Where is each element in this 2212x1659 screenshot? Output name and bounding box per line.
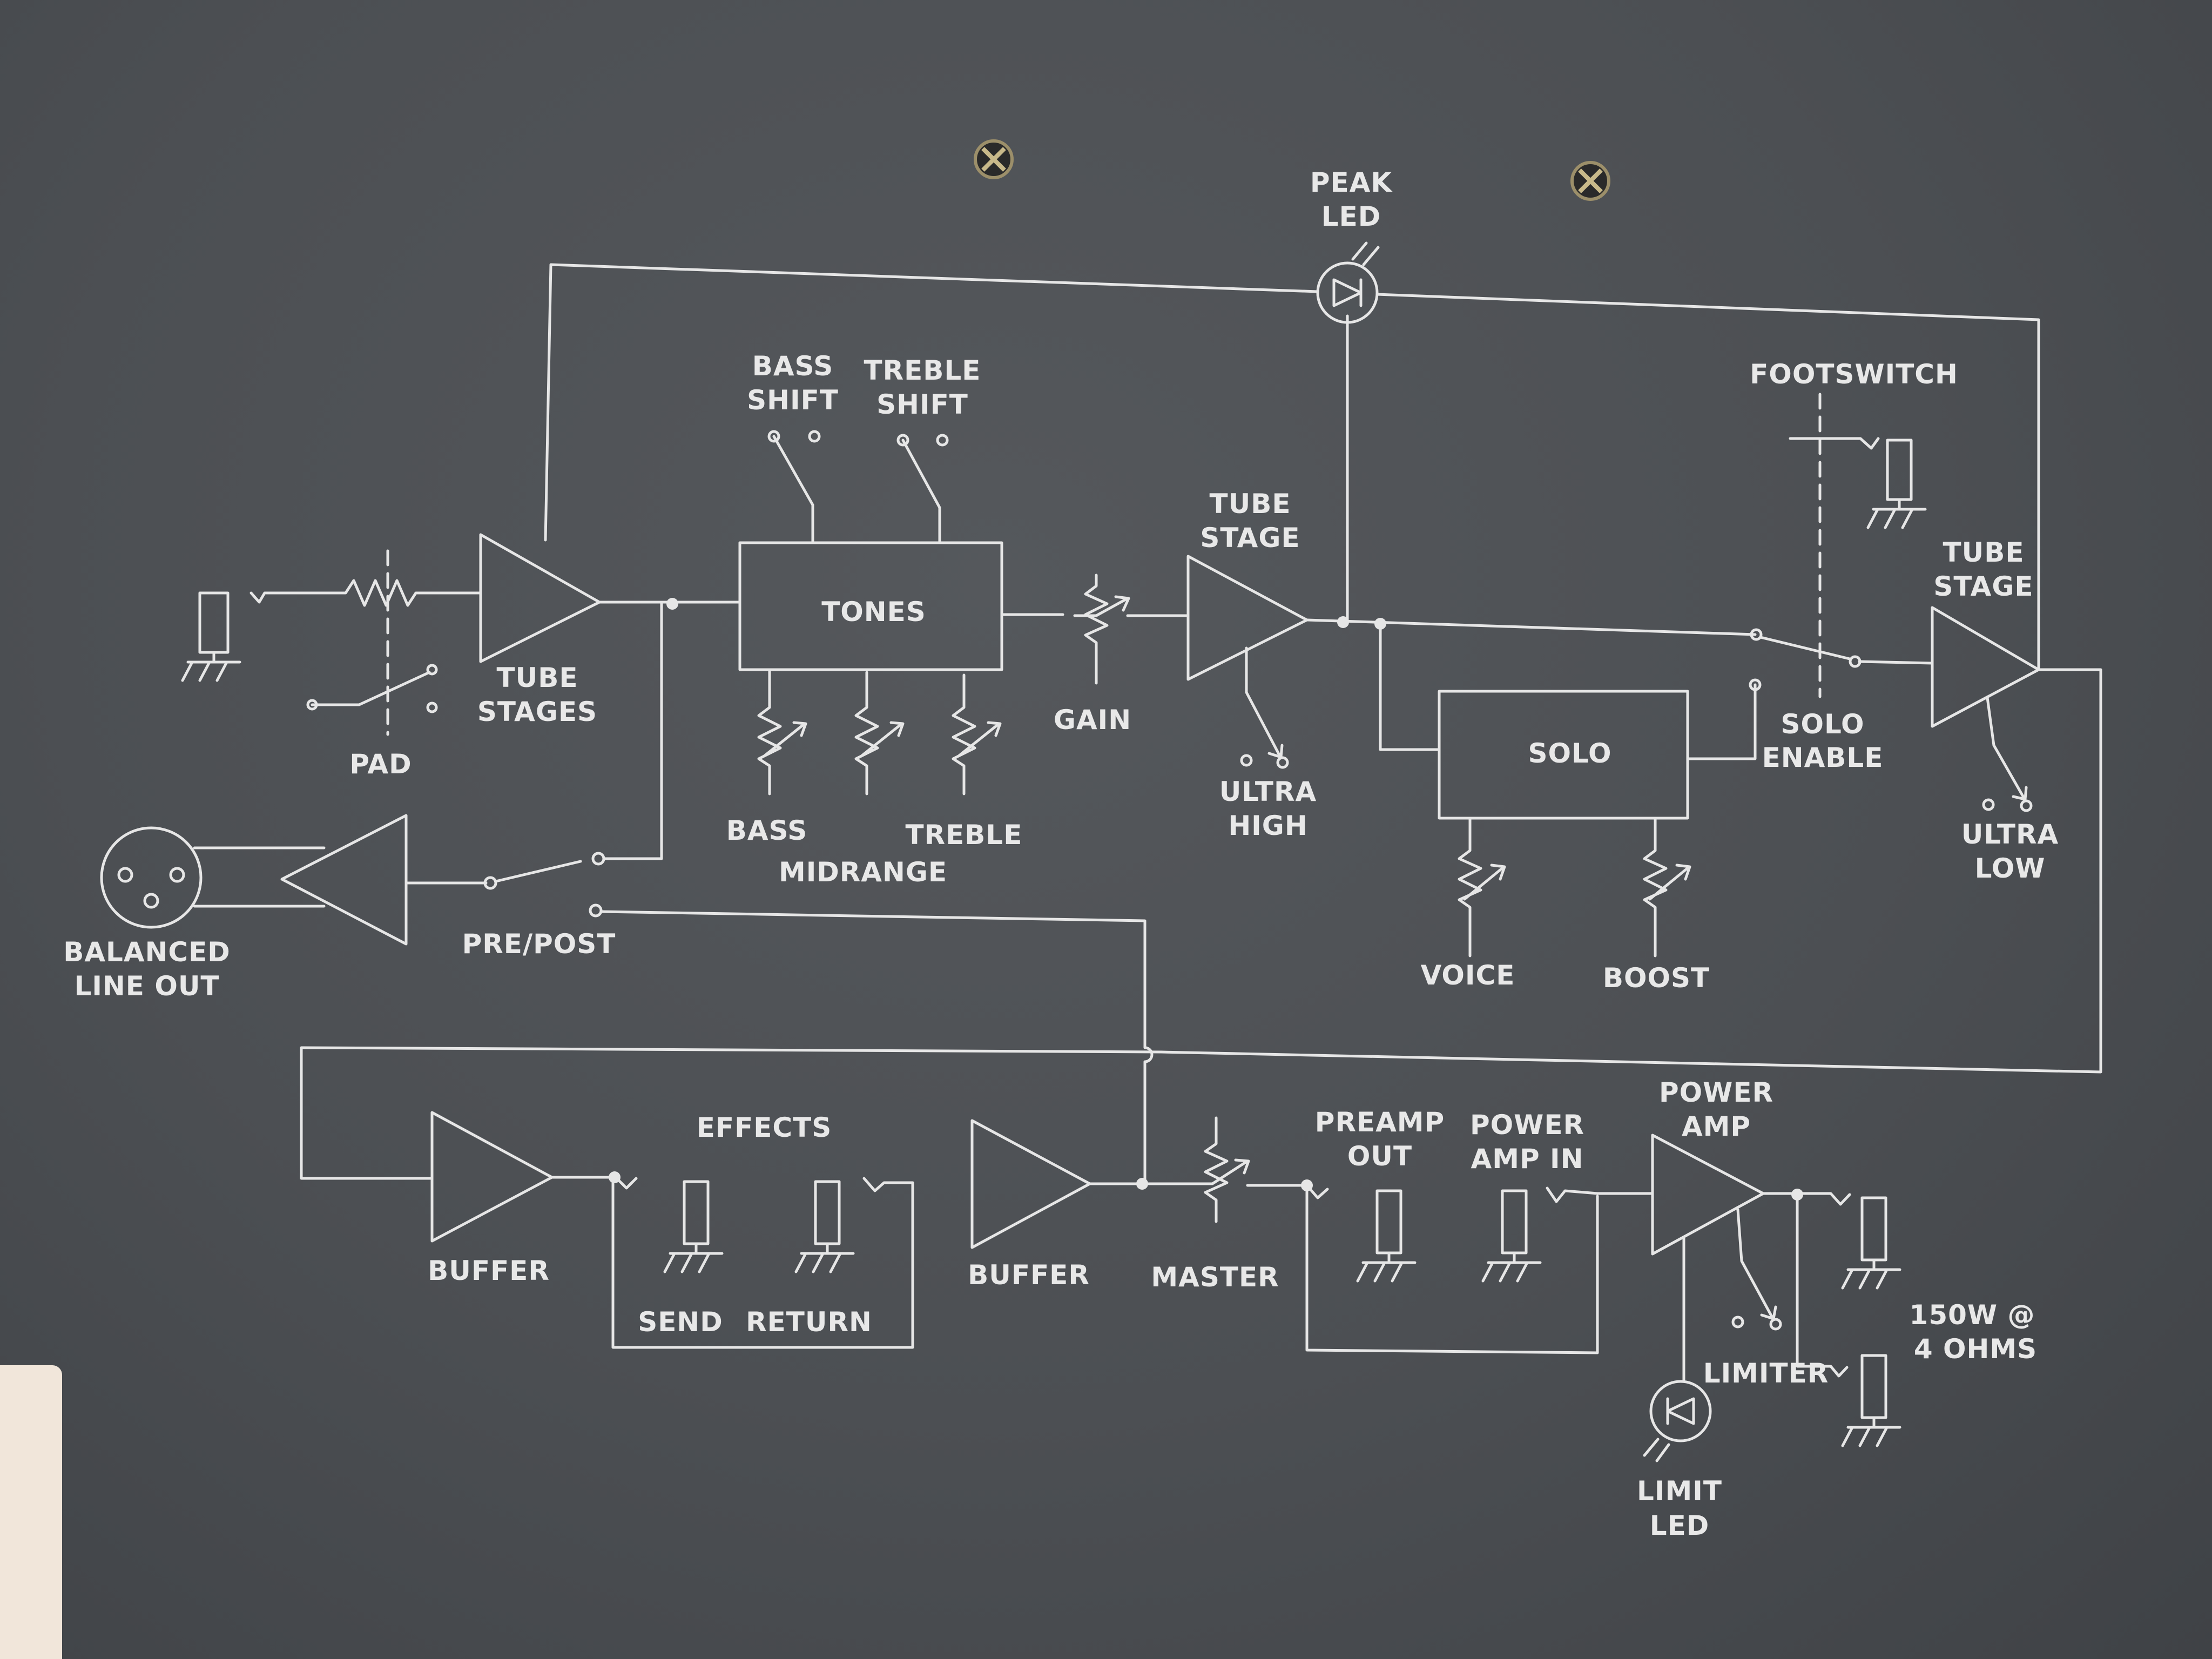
buffer-left-amp [430, 1111, 554, 1243]
midrange-label: MIDRANGE [779, 857, 947, 888]
treble-label: TREBLE [906, 819, 1023, 851]
ultra-high-label: ULTRA [1219, 776, 1317, 807]
effects-label: EFFECTS [697, 1112, 832, 1143]
solo-enable-label-2: ENABLE [1762, 742, 1884, 773]
treble-pot [952, 673, 1002, 795]
line-out-driver [280, 814, 408, 946]
pad-label: PAD [349, 748, 412, 780]
treble-shift-label-2: SHIFT [876, 389, 968, 420]
balanced-line-out-label-2: LINE OUT [74, 970, 219, 1002]
limiter-switch [1731, 1208, 1782, 1331]
return-label: RETURN [746, 1306, 872, 1338]
power-amp-in-jack-icon [1483, 1189, 1540, 1281]
rating-label: 150W @ [1910, 1299, 2035, 1331]
midrange-pot [854, 671, 905, 795]
peak-led-icon [1316, 241, 1380, 324]
limiter-label: LIMITER [1703, 1358, 1829, 1389]
tube-stage-mid-label: TUBE [1210, 488, 1291, 520]
input-resistor [249, 579, 482, 607]
preamp-out-label: PREAMP [1315, 1107, 1445, 1138]
tube-stages-amp [479, 533, 601, 663]
tube-stage-right-label-2: STAGE [1933, 571, 2033, 602]
bass-shift-label: BASS [752, 350, 834, 382]
return-jack-icon [796, 1180, 853, 1272]
preamp-out-label-2: OUT [1347, 1141, 1412, 1172]
send-jack-icon [665, 1180, 722, 1272]
footswitch-label: FOOTSWITCH [1750, 359, 1958, 390]
pre-post-switch [483, 852, 605, 918]
power-amp-label-2: AMP [1682, 1111, 1751, 1142]
ultra-high-label-2: HIGH [1228, 810, 1307, 841]
bass-label: BASS [726, 815, 808, 846]
tube-stage-mid-label-2: STAGE [1200, 522, 1300, 554]
ultra-high-switch [1240, 646, 1289, 769]
limit-led-label-2: LED [1650, 1510, 1710, 1541]
bass-shift-label-2: SHIFT [747, 385, 839, 416]
send-label: SEND [638, 1306, 723, 1338]
rating-label-2: 4 OHMS [1914, 1333, 2037, 1365]
ultra-low-switch [1982, 696, 2033, 812]
xlr-connector-icon [100, 826, 203, 929]
buffer-right-amp [970, 1119, 1091, 1249]
power-amp-label: POWER [1659, 1077, 1773, 1108]
preamp-out-jack-icon [1358, 1189, 1415, 1281]
screw-right-icon [1570, 161, 1610, 201]
gain-pot [1073, 574, 1130, 685]
master-pot [1186, 1116, 1250, 1223]
limit-led-label: LIMIT [1637, 1475, 1722, 1507]
input-jack-icon [183, 591, 240, 680]
treble-shift-label: TREBLE [864, 355, 981, 386]
footswitch-jack-icon [1868, 439, 1925, 528]
solo-block [1438, 690, 1689, 820]
speaker-out-jack-2-icon [1843, 1354, 1900, 1446]
power-amp-in-label: POWER [1470, 1109, 1584, 1141]
tube-stage-right-amp [1931, 606, 2040, 728]
power-amp [1651, 1134, 1765, 1256]
tube-stage-right-label: TUBE [1943, 537, 2025, 568]
solo-label: SOLO [1528, 738, 1611, 769]
tones-block [738, 541, 1003, 671]
tube-stages-label: TUBE [497, 662, 578, 693]
balanced-line-out-label: BALANCED [63, 936, 231, 968]
pre-post-label: PRE/POST [462, 928, 616, 960]
buffer-left-label: BUFFER [428, 1255, 550, 1286]
tube-stages-label-2: STAGES [477, 696, 597, 727]
gain-label: GAIN [1054, 704, 1131, 736]
boost-label: BOOST [1603, 962, 1710, 994]
voice-label: VOICE [1421, 960, 1515, 991]
ultra-low-label-2: LOW [1975, 853, 2046, 884]
power-amp-in-label-2: AMP IN [1471, 1143, 1584, 1175]
screw-left-icon [974, 139, 1014, 179]
peak-led-label: PEAK [1310, 167, 1393, 198]
corner-sticker [0, 1365, 62, 1659]
top-wire [544, 263, 2040, 671]
tones-label: TONES [821, 596, 926, 628]
voice-pot [1458, 817, 1506, 957]
boost-pot [1643, 817, 1691, 957]
ultra-low-label: ULTRA [1961, 819, 2059, 850]
footswitch-contact [1789, 437, 1880, 450]
solo-enable-label: SOLO [1781, 709, 1864, 740]
buffer-right-label: BUFFER [968, 1259, 1090, 1291]
bass-pot [757, 668, 807, 795]
limit-led-icon [1643, 1380, 1712, 1462]
speaker-out-jack-1-icon [1843, 1196, 1900, 1288]
pad-switch [306, 664, 438, 713]
master-label: MASTER [1151, 1262, 1279, 1293]
peak-led-label-2: LED [1321, 201, 1381, 232]
